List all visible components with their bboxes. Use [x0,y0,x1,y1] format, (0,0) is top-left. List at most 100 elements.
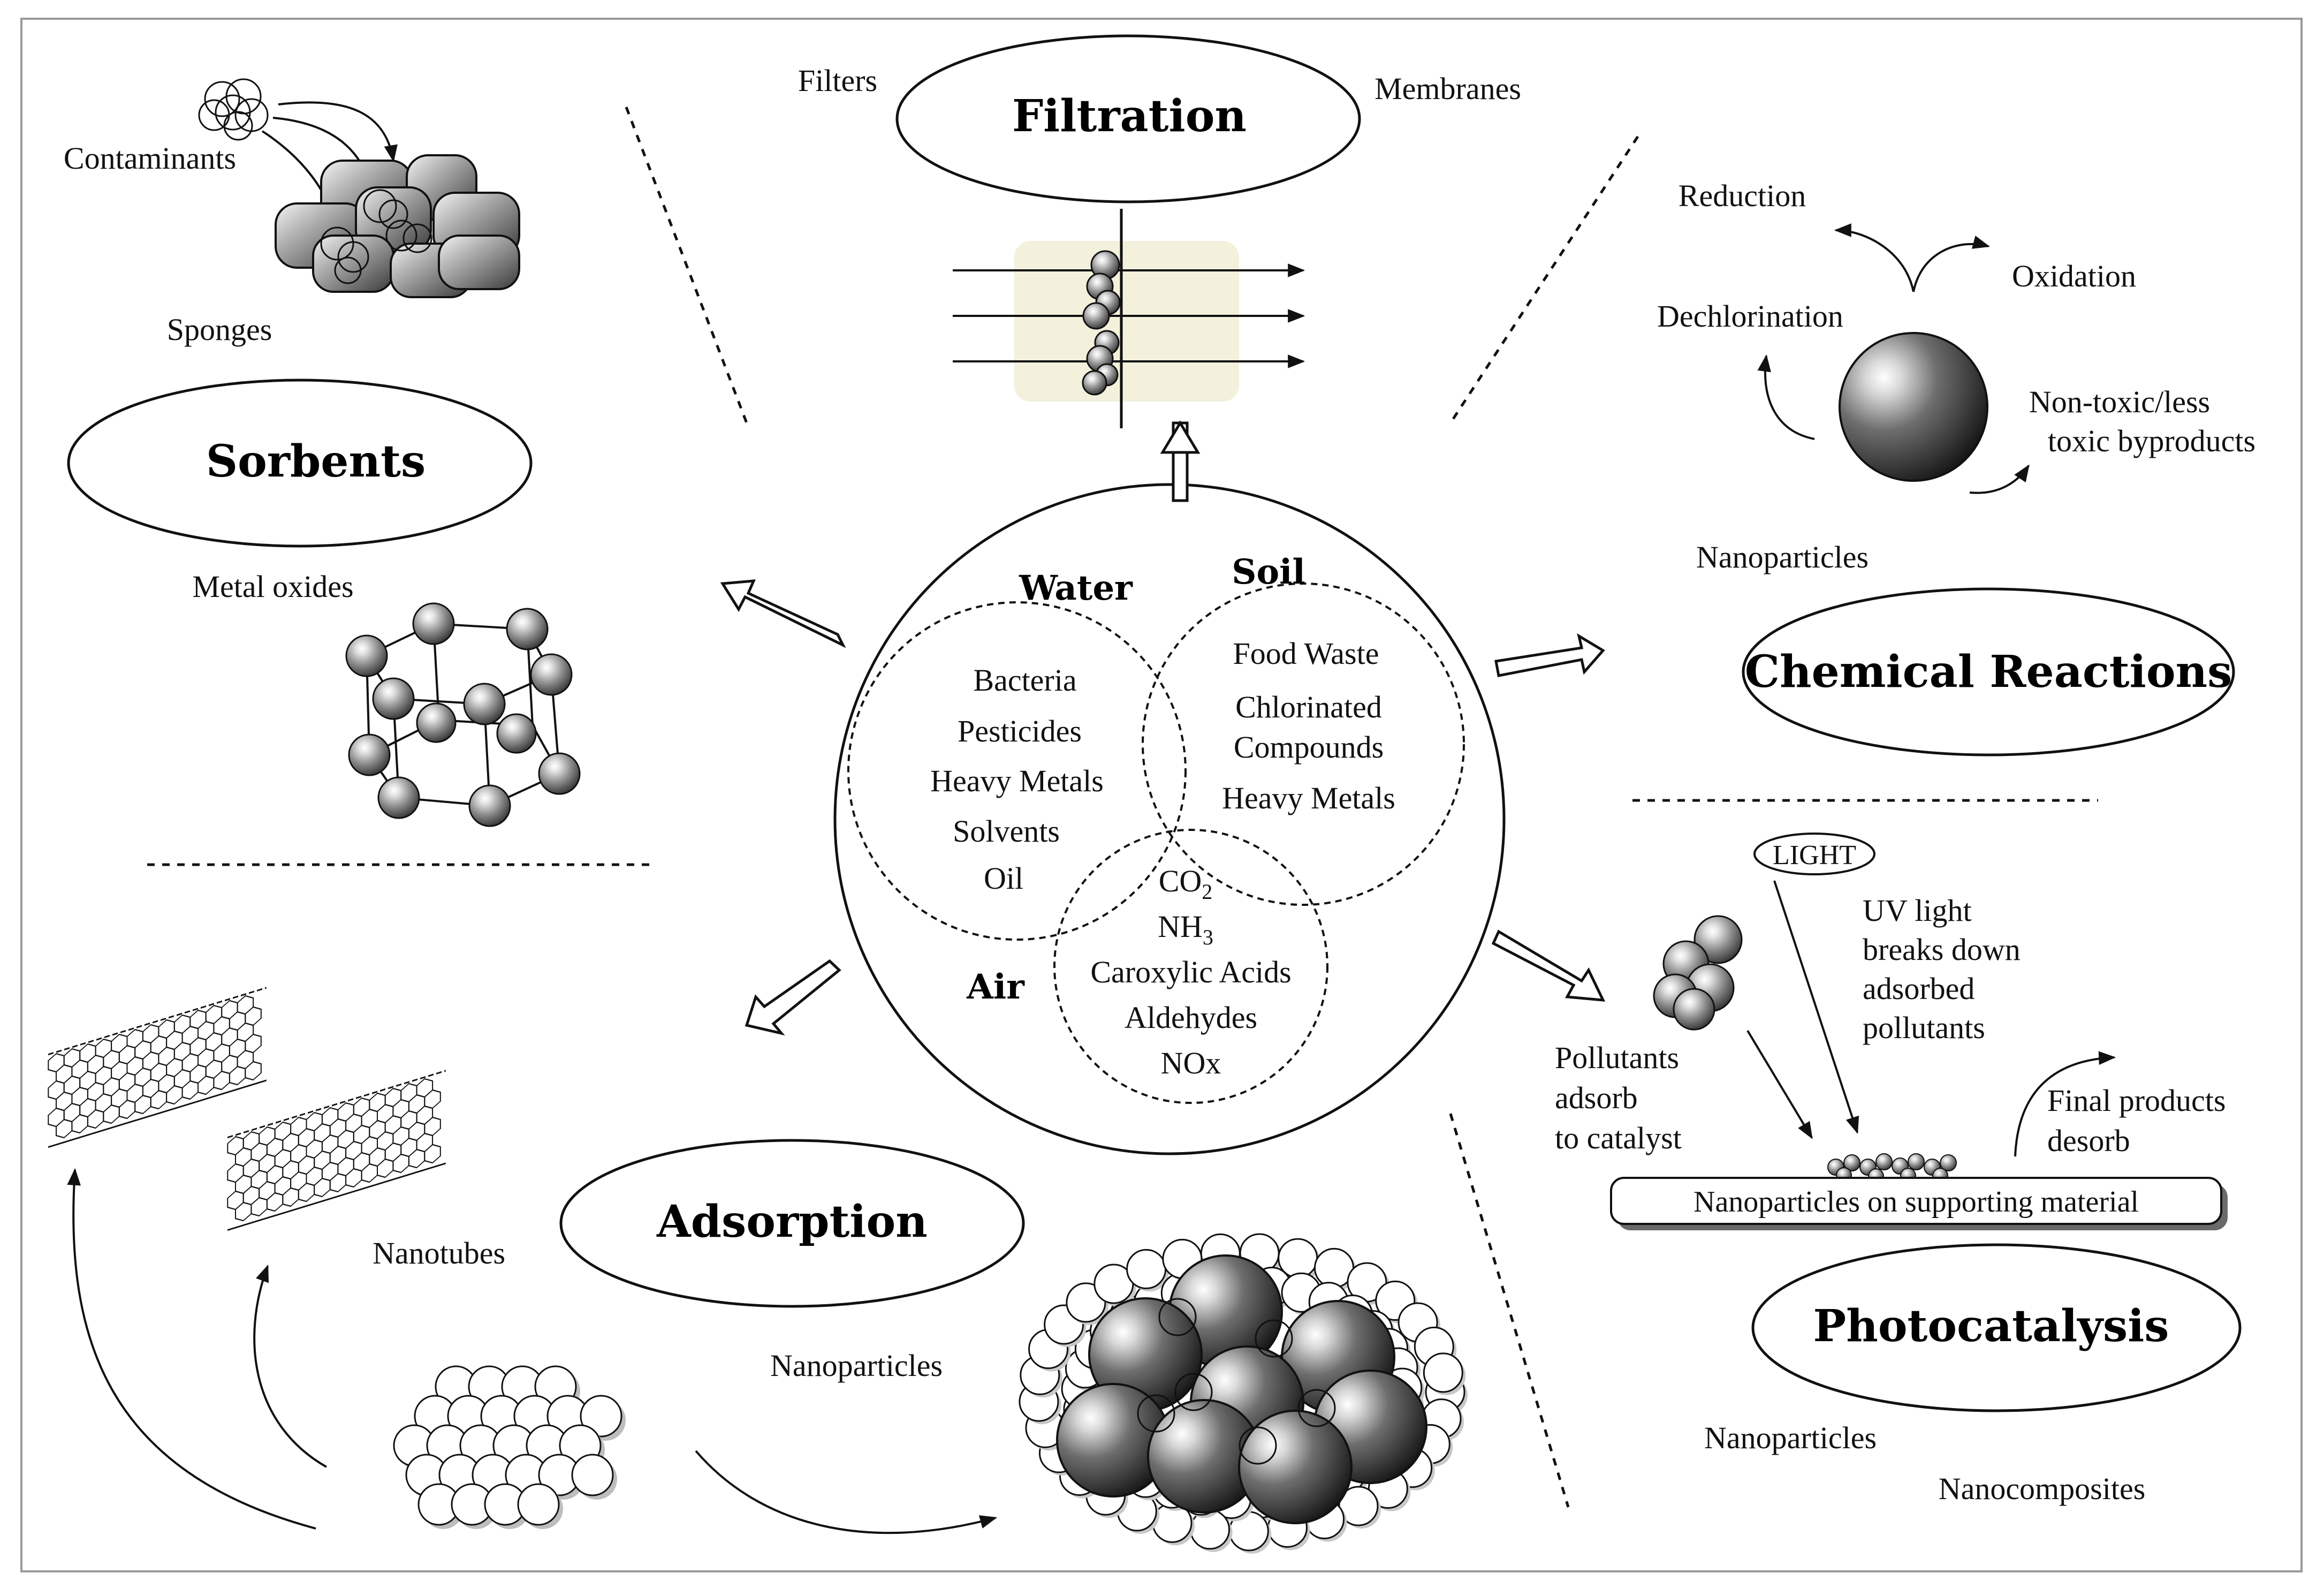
photocatalysis-section: LIGHT UV light breaks down adsorbed poll… [1555,833,2242,1506]
soil-item: Chlorinated [1235,690,1382,724]
adsorbed-particle [1158,1298,1197,1336]
adsorbed-particle [1137,1394,1175,1433]
particle [580,1395,622,1438]
support-material [1610,1177,2222,1225]
soil-label: Soil [1232,552,1305,592]
contaminant [363,189,397,223]
pollutant [1673,988,1715,1031]
catalyst-particle [1908,1153,1925,1170]
hex-cell [48,1053,65,1073]
sorbents-ellipse [67,379,533,548]
hex-cell [235,1201,252,1222]
soil-item: Heavy Metals [1222,781,1395,815]
contaminant [385,220,417,252]
adsorbed-particle [1126,1249,1167,1289]
filters-label: Filters [798,63,877,98]
adsorption-ellipse [559,1139,1025,1308]
growth-arrow [695,1450,998,1534]
sponge-blocks [275,154,520,298]
tube-edge [227,1070,446,1139]
air-item: NOx [1161,1046,1221,1080]
center-venn: Water Soil Air Bacteria Pesticides Heavy… [833,483,1506,1155]
contaminant-arrow [278,101,398,163]
air-circle [1053,829,1328,1104]
tube-edge [48,987,267,1056]
soil-circle [1142,583,1465,906]
arrow-to-chemical [1494,633,1605,677]
hex-cell [229,1065,246,1086]
arrow-to-sorbents [720,579,846,648]
air-item: Aldehydes [1125,1000,1257,1035]
byproducts-line: toxic byproducts [2048,423,2255,458]
hex-cell [48,1080,65,1100]
filter-background [1014,241,1239,402]
water-item: Solvents [953,814,1060,849]
sorbents-title: Sorbents [206,436,426,487]
pollutants-line: adsorb [1555,1080,1638,1115]
air-item: Caroxylic Acids [1090,955,1291,989]
adsorbed-particle [1255,1319,1293,1358]
hex-cell [266,1192,284,1212]
contaminant [204,81,240,117]
hex-cell [298,1182,315,1202]
metal-oxide-atoms [345,602,581,827]
pollutants-line: to catalyst [1555,1121,1682,1155]
arrow-head-up [1160,420,1201,454]
atom [412,602,455,645]
hex-cell [181,1080,199,1100]
nanoparticles-label: Nanoparticles [1696,540,1869,574]
final-products-line: desorb [2047,1123,2130,1158]
light-badge [1753,833,1875,875]
adsorbed-particle [1066,1282,1106,1323]
nanoparticles-label: Nanoparticles [770,1348,943,1383]
water-item: Oil [984,861,1023,896]
particle [1082,302,1110,330]
hex-cell [314,1177,331,1198]
metal-oxides-label: Metal oxides [192,569,353,604]
uv-line: breaks down [1863,932,2021,967]
catalyst-particle [1875,1153,1893,1170]
hex-cell [282,1187,299,1207]
atom [468,784,511,827]
reaction-arrow [1912,236,1991,292]
hex-cell [250,1197,268,1217]
sponges-label: Sponges [167,312,272,347]
section-dividers [147,107,2098,1508]
nanocomposites-label: Nanocomposites [1939,1471,2146,1506]
filter-particles [1082,250,1121,396]
atom [377,776,420,819]
center-outer-circle [833,483,1506,1155]
air-item-nh3: NH3 [1158,909,1213,949]
sponge-block [438,235,520,290]
atom [530,653,573,696]
contaminant [225,78,262,115]
hex-cell [150,1090,168,1110]
contaminant [402,223,432,253]
byproducts-line: Non-toxic/less [2029,384,2210,419]
adsorbed-particle [1239,1426,1277,1465]
chemical-title: Chemical Reactions [1745,646,2232,698]
adsorbed-particle [1174,1373,1213,1411]
reaction-arrow [1834,223,1915,292]
reaction-arrow [1969,464,2030,494]
tube-edge [227,1162,446,1231]
contaminant-cluster [198,78,269,141]
air-item-co2: CO2 [1159,864,1213,904]
arrow-to-photocatalysis [1491,929,1606,1002]
catalyst-particle [1940,1154,1957,1171]
hollow-arrows [720,420,1606,1036]
hex-cell [87,1109,104,1129]
water-label: Water [1019,568,1133,608]
pollutant-arrow [1746,1030,1813,1139]
hex-cell [118,1099,136,1120]
chemical-ellipse [1742,587,2235,757]
air-label: Air [966,967,1025,1007]
nanotube [227,1070,446,1231]
pollutant [1693,915,1743,964]
filtration-title: Filtration [1012,90,1247,142]
atom [538,752,581,795]
adsorbed-particle [1278,1238,1318,1279]
contaminant [337,241,369,273]
